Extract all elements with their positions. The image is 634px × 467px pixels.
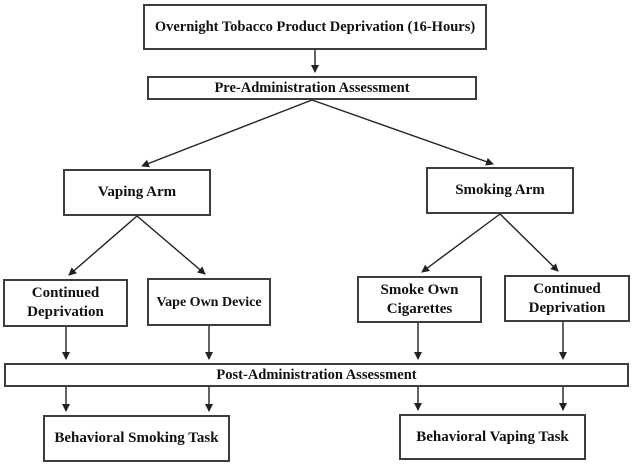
node-overnight-deprivation: Overnight Tobacco Product Deprivation (1…	[143, 4, 487, 50]
node-smoke-own-cigarettes: Smoke Own Cigarettes	[357, 276, 482, 323]
node-continued-deprivation-vaping: Continued Deprivation	[3, 279, 128, 327]
node-continued-deprivation-smoking: Continued Deprivation	[504, 275, 630, 322]
node-behavioral-vaping-task: Behavioral Vaping Task	[399, 414, 586, 460]
node-vaping-arm: Vaping Arm	[63, 169, 211, 216]
node-vape-own-device: Vape Own Device	[147, 278, 271, 326]
node-smoking-arm: Smoking Arm	[426, 167, 574, 214]
node-behavioral-smoking-task: Behavioral Smoking Task	[43, 415, 230, 462]
node-pre-administration-assessment: Pre-Administration Assessment	[147, 76, 477, 100]
node-post-administration-assessment: Post-Administration Assessment	[4, 363, 629, 387]
